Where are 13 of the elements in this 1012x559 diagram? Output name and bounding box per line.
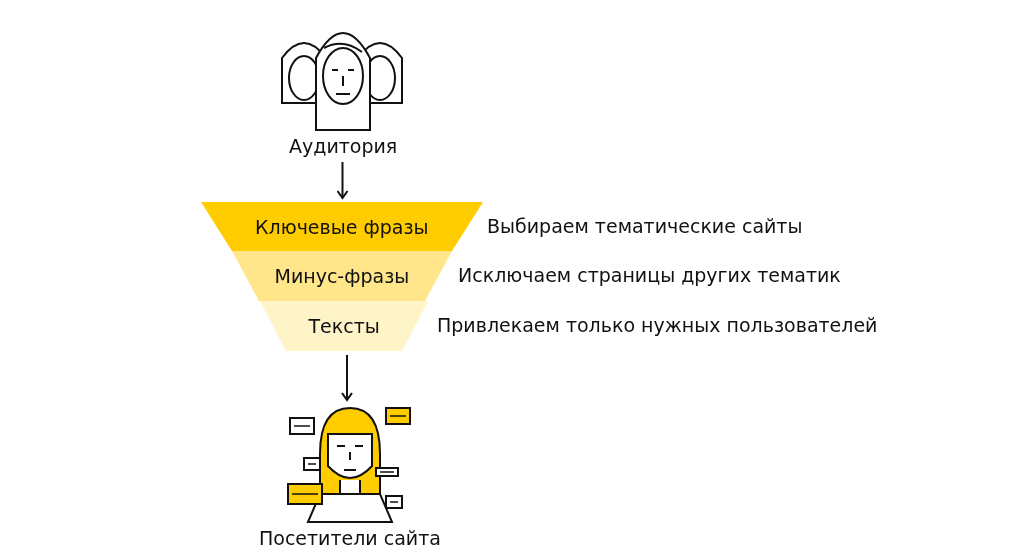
segment-label: Ключевые фразы <box>255 214 429 239</box>
description-text: Исключаем страницы других тематик <box>458 263 841 287</box>
funnel-segment <box>260 301 428 351</box>
segment-label: Минус-фразы <box>274 264 410 288</box>
funnel-segment <box>232 251 452 301</box>
funnel-segment <box>201 202 483 251</box>
arrow <box>336 161 349 199</box>
description-text: Привлекаем только нужных пользователей <box>437 313 878 337</box>
node-caption: Аудитория <box>289 134 398 158</box>
arrow <box>341 354 353 401</box>
node-caption: Посетители сайта <box>259 526 441 550</box>
segment-label: Тексты <box>308 314 380 338</box>
description-text: Выбираем тематические сайты <box>487 213 803 238</box>
